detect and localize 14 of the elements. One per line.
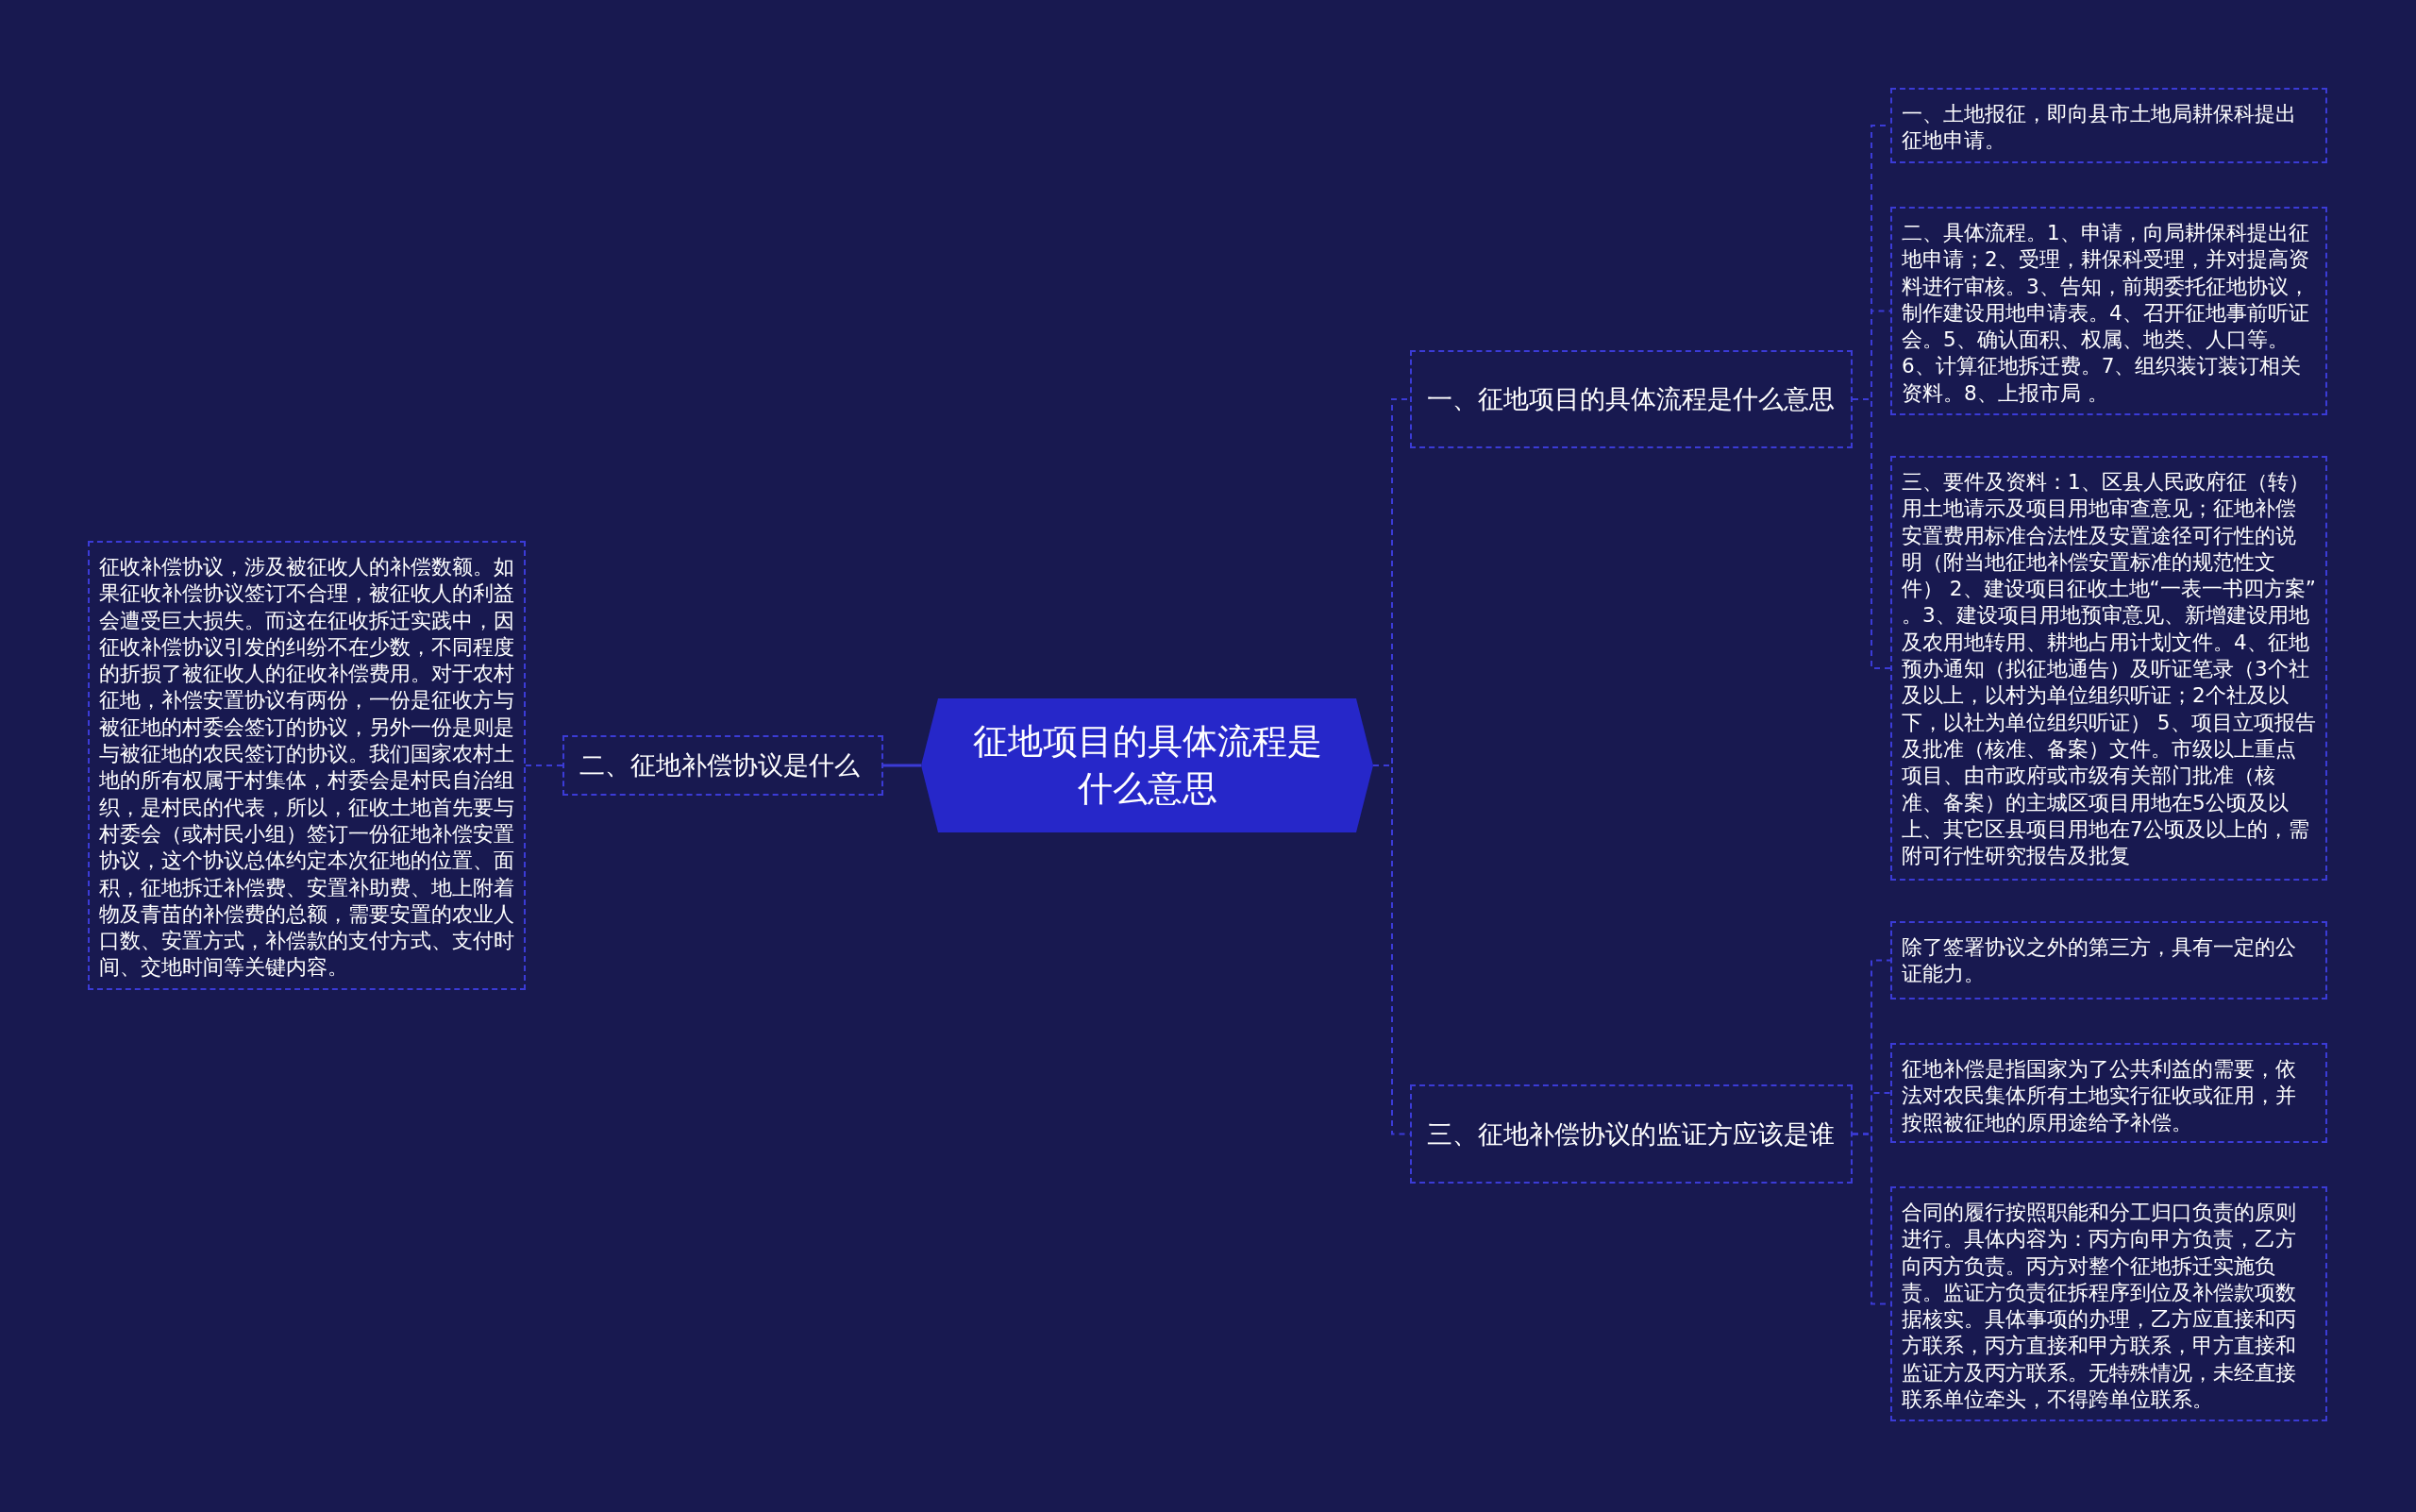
note-box: 征收补偿协议，涉及被征收人的补偿数额。如果征收补偿协议签订不合理，被征收人的利益会遭受巨大损失。而这在征收拆迁实践中，因征收补偿协议引发的纠纷不在少数，不同程度的折损了被征收人的征收补偿费用。对于农村征地，补偿安置协议有两份，一份是征收方与被征地的村委会签订的协议，另外一份是则是与被征地的农民签订的协议。我们国家农村土地的所有权属于村集体，村委会是村民自治组织，是村民的代表，所以，征收土地首先要与村委会（或村民小组）签订一份征地补偿安置协议，这个协议总体约定本次征地的位置、面积，征地拆迁补偿费、安置补助费、地上附着物及青苗的补偿费的总额，需要安置的农业人口数、安置方式，补偿款的支付方式、支付时间、交地时间等关键内容。 — [88, 541, 526, 990]
note-box: 除了签署协议之外的第三方，具有一定的公证能力。 — [1890, 921, 2327, 1000]
connector-line — [883, 764, 921, 767]
connector-line — [1852, 398, 1891, 669]
topic-box: 三、征地补偿协议的监证方应该是谁 — [1410, 1084, 1853, 1184]
topic-box: 一、征地项目的具体流程是什么意思 — [1410, 350, 1853, 448]
connector-line — [525, 764, 563, 766]
note-box: 三、要件及资料：1、区县人民政府征（转）用土地请示及项目用地审查意见；征地补偿安置费用标准合法性及安置途径可行性的说明（附当地征地补偿安置标准的规范性文件） 2、建设项目征收土地“一表一书四方案” 。3、建设项目用地预审意见、新增建设用地及农用地转用、耕地占用计划文件。4、征地预办通知（拟征地通告）及听证笔录（3个社及以上，以村为单位组织听证；2个社及以下，以社为单位组织听证） 5、项目立项报告及批准（核准、备案）文件。市级以上重点项目、由市政府或市级有关部门批准（核准、备案）的主城区项目用地在5公顷及以上、其它区县项目用地在7公顷及以上的，需附可行性研究报告及批复 — [1890, 456, 2327, 881]
topic-box: 二、征地补偿协议是什么 — [562, 735, 883, 796]
central-topic: 征地项目的具体流程是什么意思 — [921, 698, 1373, 832]
note-box: 合同的履行按照职能和分工归口负责的原则进行。具体内容为：丙方向甲方负责，乙方向丙方负责。丙方对整个征地拆迁实施负责。监证方负责征拆程序到位及补偿款项数据核实。具体事项的办理，乙方应直接和丙方联系，丙方直接和甲方联系，甲方直接和监证方及丙方联系。无特殊情况，未经直接联系单位牵头，不得跨单位联系。 — [1890, 1186, 2327, 1421]
note-box: 征地补偿是指国家为了公共利益的需要，依法对农民集体所有土地实行征收或征用，并按照被征地的原用途给予补偿。 — [1890, 1043, 2327, 1143]
note-box: 一、土地报征，即向县市土地局耕保科提出征地申请。 — [1890, 88, 2327, 163]
note-box: 二、具体流程。1、申请，向局耕保科提出征地申请；2、受理，耕保科受理，并对提高资料进行审核。3、告知，前期委托征地协议，制作建设用地申请表。4、召开征地事前听证会。5、确认面积、权属、地类、人口等。6、计算征地拆迁费。7、组织装订装订相关资料。8、上报市局 。 — [1890, 207, 2327, 415]
